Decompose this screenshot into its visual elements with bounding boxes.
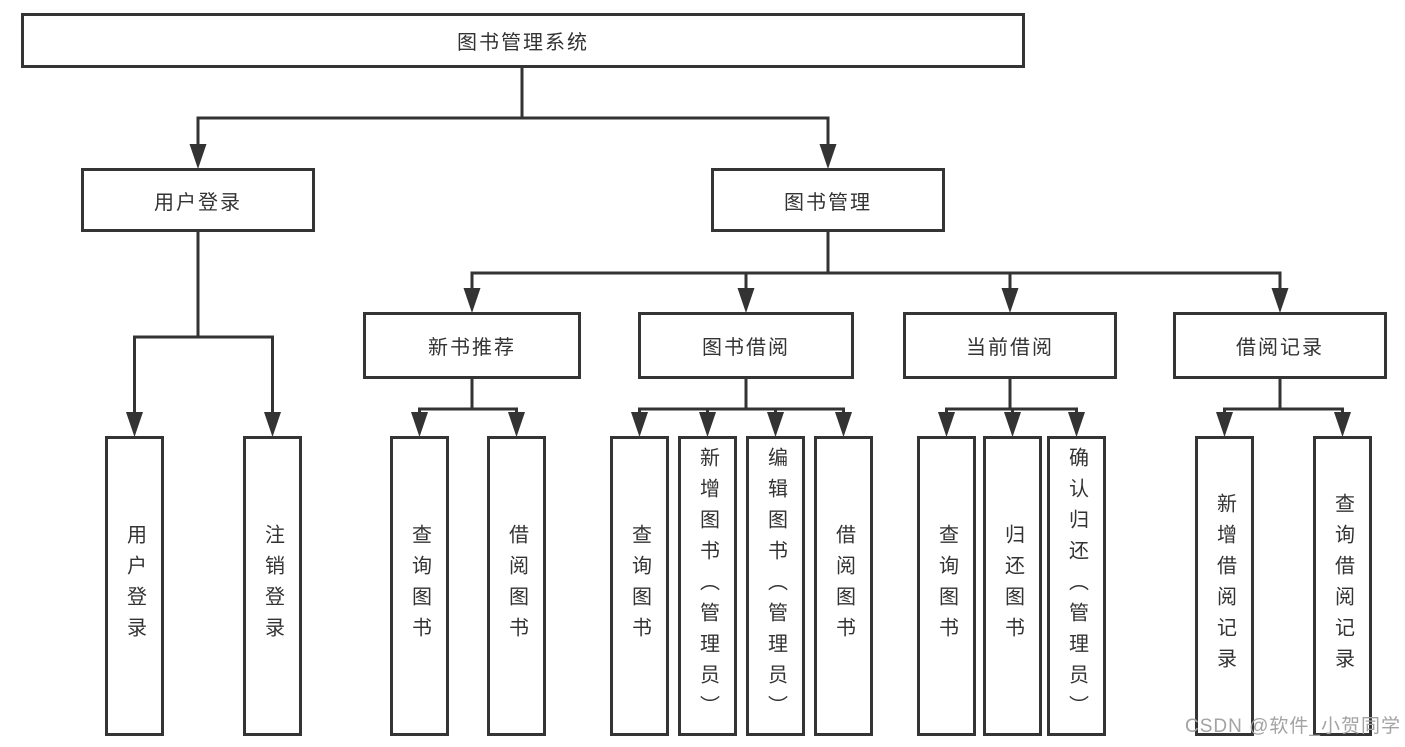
- leaf-borrow-books-label: 借阅图书: [832, 524, 855, 648]
- node-borrowing-records-label: 借阅记录: [1236, 337, 1324, 359]
- node-user-login-label: 用户登录: [154, 191, 242, 214]
- arrowhead-icon: [1068, 412, 1085, 437]
- arrowhead-icon: [938, 412, 955, 437]
- watermark: CSDN @软件_小贺同学: [1185, 716, 1401, 737]
- leaf-confirm-return-admin: 确认归还（管理员）: [1047, 436, 1106, 736]
- leaf-confirm-return-admin-label: 确认归还（管理员）: [1065, 446, 1088, 726]
- arrowhead-icon: [411, 412, 428, 437]
- leaf-query-books-current-label: 查询图书: [935, 524, 958, 648]
- node-current-borrowing: 当前借阅: [903, 312, 1117, 379]
- connector-book-borrowing: [638, 379, 845, 418]
- arrowhead-icon: [264, 412, 281, 437]
- node-book-borrowing: 图书借阅: [638, 312, 854, 379]
- node-book-management-label: 图书管理: [784, 191, 872, 214]
- node-current-borrowing-label: 当前借阅: [966, 337, 1054, 359]
- arrowhead-icon: [1216, 412, 1233, 437]
- leaf-query-books-current: 查询图书: [917, 436, 976, 736]
- arrowhead-icon: [126, 412, 143, 437]
- leaf-edit-books-admin-label: 编辑图书（管理员）: [764, 446, 787, 726]
- leaf-return-books: 归还图书: [983, 436, 1042, 736]
- arrowhead-icon: [631, 412, 648, 437]
- arrowhead-icon: [1001, 288, 1019, 313]
- leaf-return-books-label: 归还图书: [1001, 524, 1024, 648]
- node-new-book-recommend: 新书推荐: [363, 312, 581, 379]
- node-book-borrowing-label: 图书借阅: [702, 337, 790, 359]
- connector-user-login: [133, 232, 274, 418]
- leaf-query-books-recommend-label: 查询图书: [408, 524, 431, 648]
- connector-new-book-recommend: [418, 379, 518, 418]
- arrowhead-icon: [508, 412, 525, 437]
- leaf-edit-books-admin: 编辑图书（管理员）: [746, 436, 805, 736]
- node-root-label: 图书管理系统: [457, 32, 589, 54]
- node-root: 图书管理系统: [21, 13, 1025, 68]
- leaf-borrow-books-recommend-label: 借阅图书: [505, 524, 528, 648]
- leaf-user-login: 用户登录: [105, 436, 164, 736]
- connector-borrowing-records: [1223, 379, 1344, 418]
- leaf-query-books-borrow-label: 查询图书: [628, 524, 651, 648]
- node-new-book-recommend-label: 新书推荐: [428, 337, 516, 359]
- leaf-add-borrow-record: 新增借阅记录: [1195, 436, 1254, 736]
- arrowhead-icon: [819, 144, 837, 169]
- leaf-query-borrow-record: 查询借阅记录: [1313, 436, 1372, 736]
- arrowhead-icon: [1271, 288, 1289, 313]
- leaf-user-login-label: 用户登录: [123, 524, 146, 648]
- leaf-query-books-recommend: 查询图书: [390, 436, 449, 736]
- arrowhead-icon: [737, 288, 755, 313]
- arrowhead-icon: [1334, 412, 1351, 437]
- leaf-borrow-books: 借阅图书: [814, 436, 873, 736]
- arrowhead-icon: [1004, 412, 1021, 437]
- node-book-management: 图书管理: [711, 168, 945, 232]
- arrowhead-icon: [463, 288, 481, 313]
- leaf-add-books-admin-label: 新增图书（管理员）: [696, 446, 719, 726]
- node-borrowing-records: 借阅记录: [1173, 312, 1387, 379]
- leaf-logout: 注销登录: [243, 436, 302, 736]
- arrowhead-icon: [835, 412, 852, 437]
- leaf-query-borrow-record-label: 查询借阅记录: [1331, 493, 1354, 679]
- leaf-add-borrow-record-label: 新增借阅记录: [1213, 493, 1236, 679]
- leaf-add-books-admin: 新增图书（管理员）: [678, 436, 737, 736]
- leaf-query-books-borrow: 查询图书: [610, 436, 669, 736]
- leaf-borrow-books-recommend: 借阅图书: [487, 436, 546, 736]
- node-user-login: 用户登录: [81, 168, 315, 232]
- arrowhead-icon: [189, 144, 207, 169]
- connector-book-management: [470, 232, 1282, 294]
- arrowhead-icon: [699, 412, 716, 437]
- leaf-logout-label: 注销登录: [261, 524, 284, 648]
- arrowhead-icon: [767, 412, 784, 437]
- connector-root: [196, 68, 830, 150]
